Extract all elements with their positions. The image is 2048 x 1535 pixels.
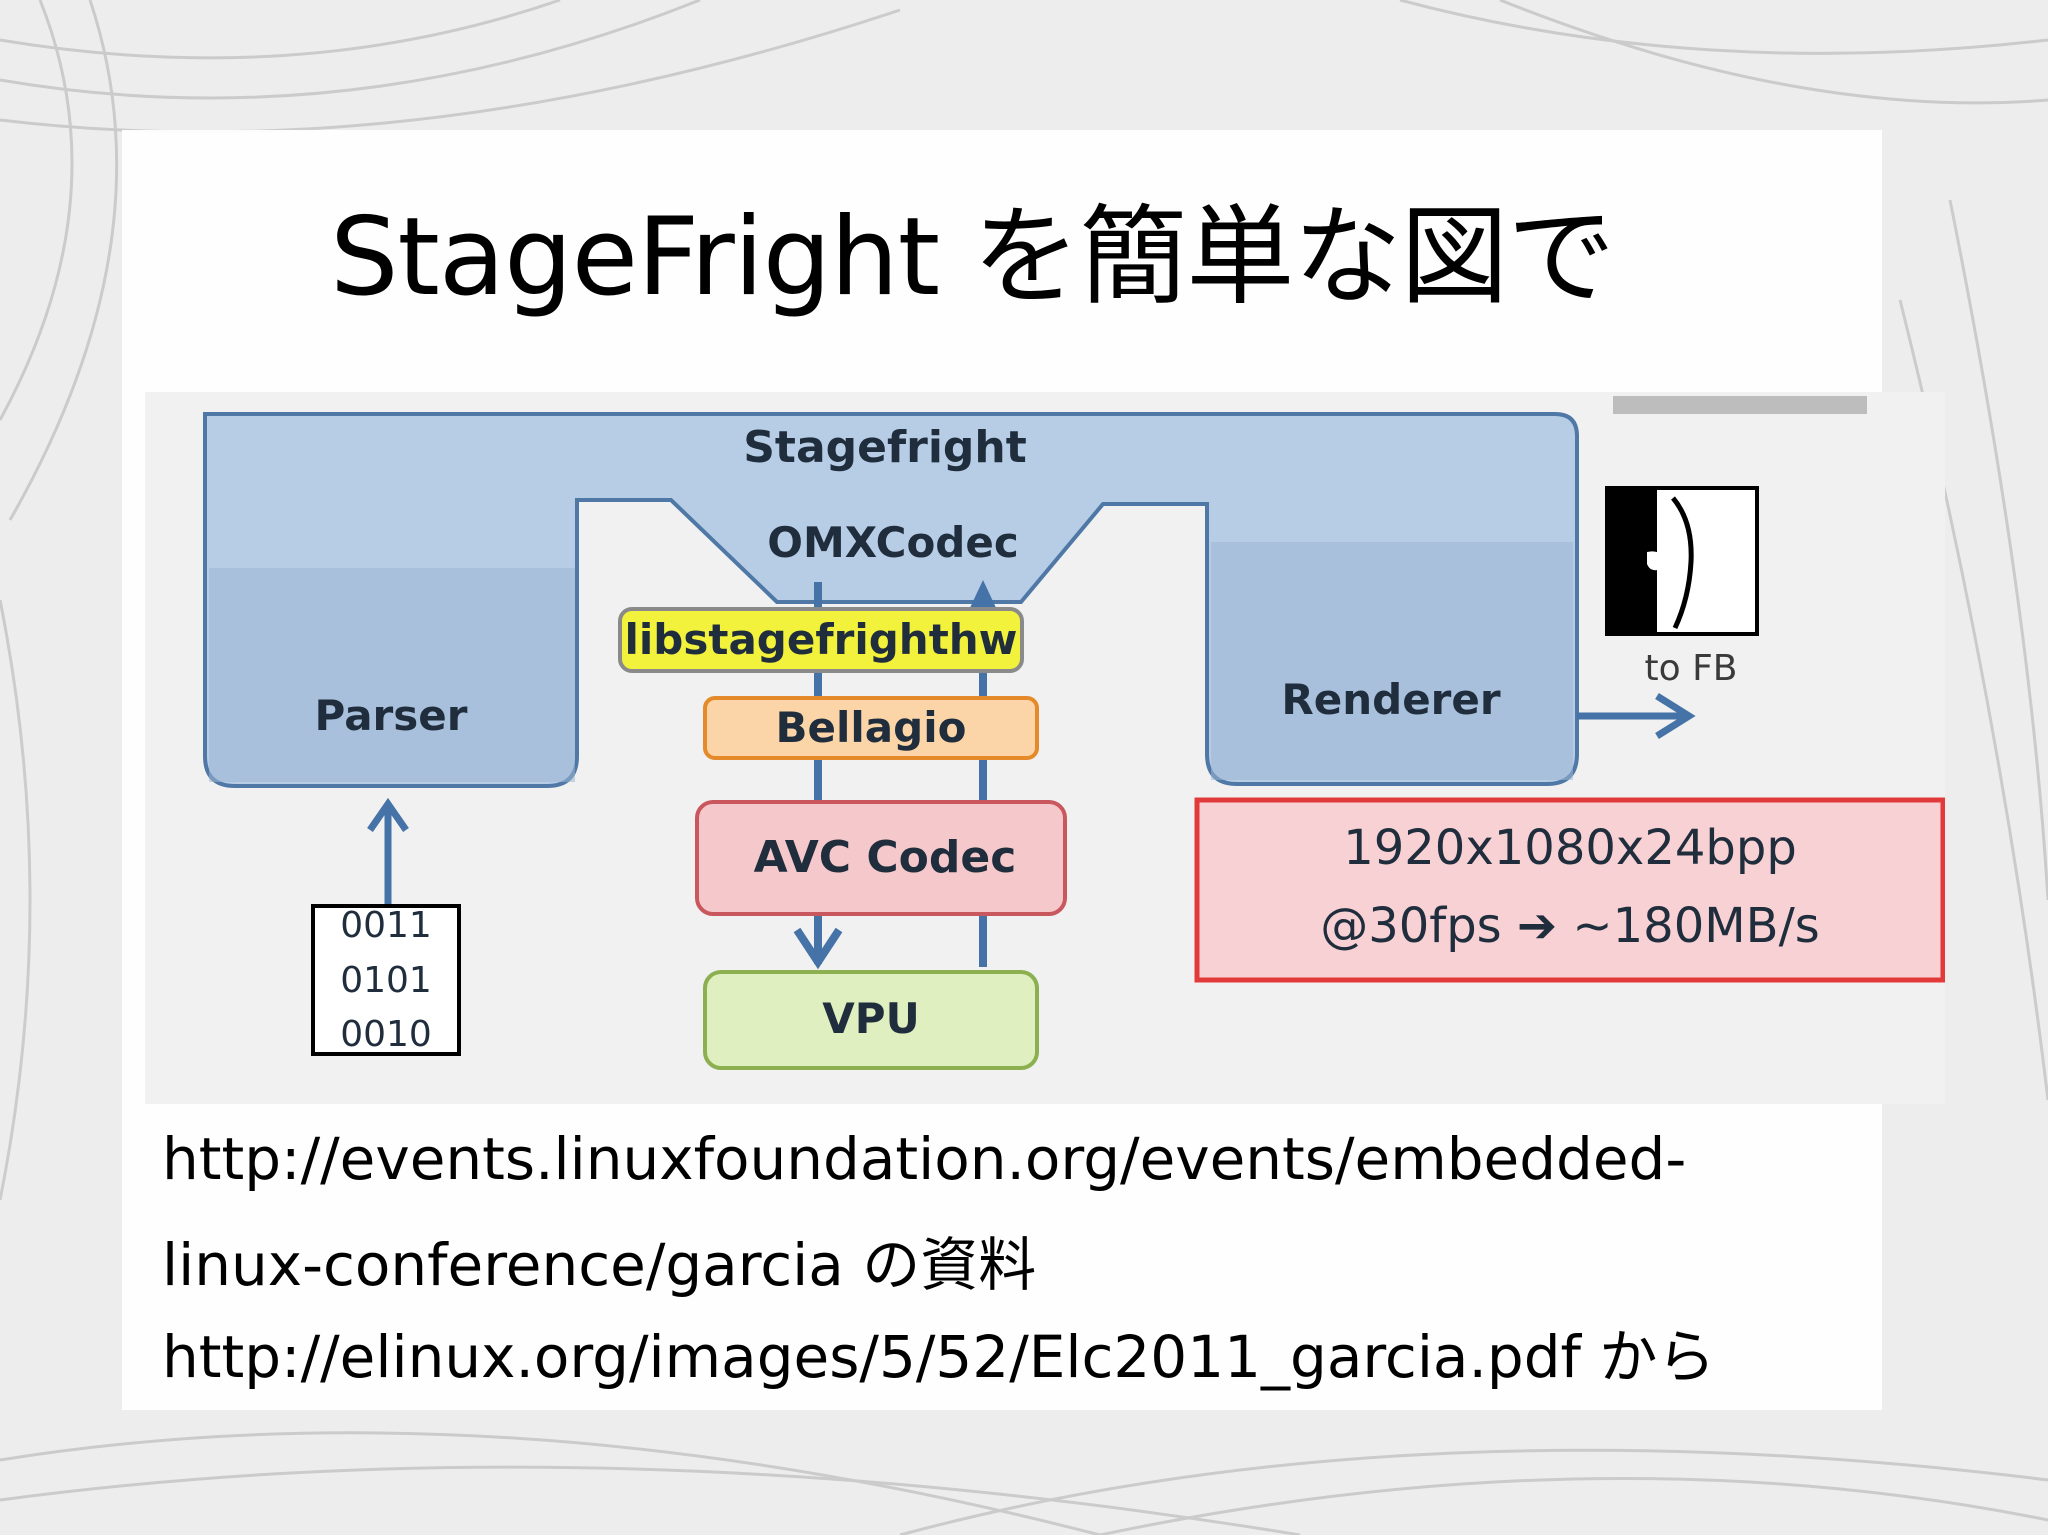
to-fb-label: to FB: [1645, 648, 1738, 689]
vpu-box: [703, 970, 1039, 1070]
parser-label: Parser: [315, 691, 468, 740]
libstagefrighthw-box: [618, 607, 1024, 673]
libstagefrighthw-label: libstagefrighthw: [625, 615, 1018, 664]
bits-row-2: 0101: [340, 960, 432, 1001]
bandwidth-box: [1194, 797, 1945, 983]
bits-row-3: 0010: [340, 1014, 432, 1055]
avc-codec-label: AVC Codec: [754, 832, 1017, 883]
bellagio-box: [703, 696, 1039, 760]
stagefright-label: Stagefright: [743, 422, 1027, 473]
slide-title: StageFright を簡単な図で: [330, 195, 1615, 320]
input-arrow-icon: [367, 797, 409, 832]
bandwidth-line-1: 1920x1080x24bpp: [1343, 820, 1797, 876]
stagefright-diagram: Stagefright OMXCodec Parser Renderer lib…: [145, 392, 1945, 1104]
bandwidth-line-2: @30fps ➔ ~180MB/s: [1320, 898, 1820, 954]
renderer-label: Renderer: [1281, 675, 1500, 724]
parser-shade: [209, 568, 575, 782]
renderer-shade: [1211, 542, 1573, 780]
up-arrow-icon: [968, 580, 998, 612]
output-arrow-icon: [1655, 693, 1696, 739]
framebuffer-icon: [1605, 486, 1759, 636]
decorative-bar: [1613, 396, 1867, 414]
omxcodec-label: OMXCodec: [767, 518, 1019, 567]
down-arrow-icon: [793, 927, 843, 970]
reference-line-1: http://events.linuxfoundation.org/events…: [162, 1125, 1687, 1193]
bits-row-1: 0011: [340, 905, 432, 946]
avc-codec-box: [695, 800, 1067, 916]
bellagio-label: Bellagio: [776, 703, 967, 752]
binary-data-box: [311, 904, 461, 1056]
reference-line-3: http://elinux.org/images/5/52/Elc2011_ga…: [162, 1323, 1716, 1391]
reference-line-2: linux-conference/garcia の資料: [162, 1231, 1037, 1299]
vpu-label: VPU: [822, 994, 919, 1043]
